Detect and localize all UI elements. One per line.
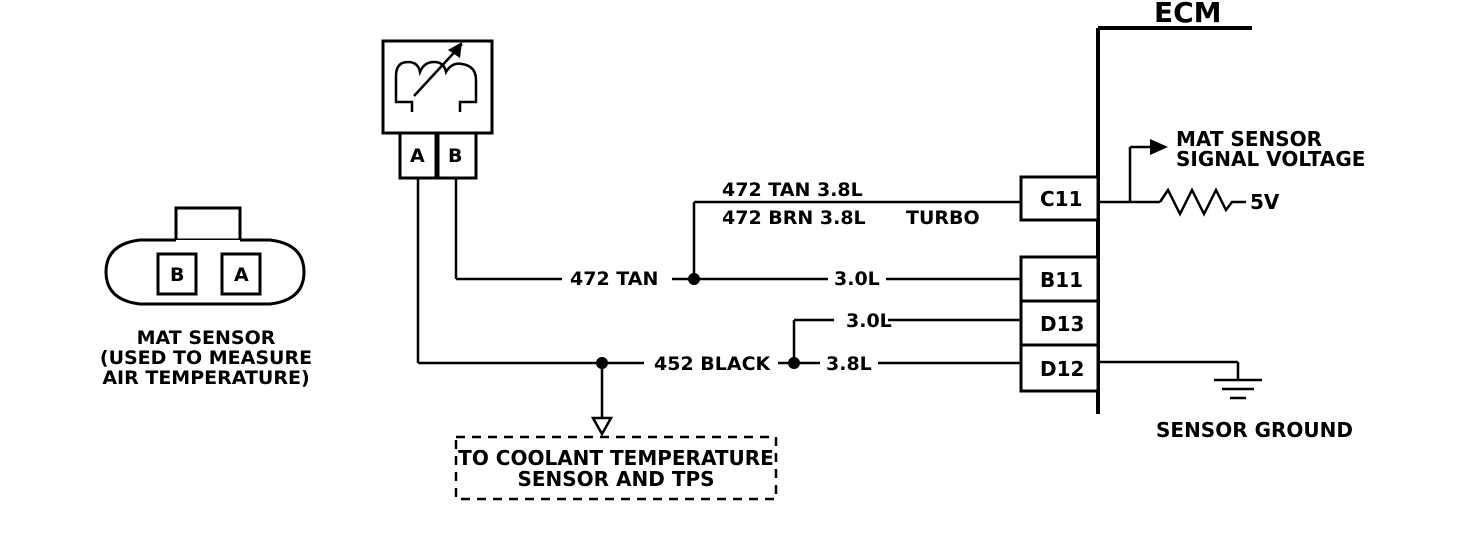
- connector-pin-a-label: A: [234, 264, 249, 286]
- connector-pin-b-label: B: [170, 264, 184, 286]
- ecm-pin-b11: B11: [1019, 255, 1100, 303]
- sensor-caption-line2: (USED TO MEASURE: [100, 347, 312, 369]
- sensor-caption-line1: MAT SENSOR: [137, 327, 276, 349]
- coolant-label-line1: TO COOLANT TEMPERATURE: [458, 446, 774, 470]
- wire-label-black: 452 BLACK: [654, 353, 772, 375]
- tan-splice-dot: [688, 273, 700, 285]
- pin-d13-label: D13: [1040, 312, 1084, 336]
- coolant-dashed-box: [454, 435, 778, 501]
- pin-d12-label: D12: [1040, 357, 1084, 381]
- wire-label-tan-38: 472 TAN 3.8L: [722, 179, 863, 201]
- supply-5v-label: 5V: [1250, 190, 1280, 214]
- ground-icon: [1214, 378, 1262, 400]
- pullup-resistor-icon: [1158, 187, 1246, 217]
- ecm-pin-d12: D12: [1019, 343, 1100, 393]
- sensor-ground-label: SENSOR GROUND: [1156, 418, 1353, 442]
- black-splice-dot-2: [788, 357, 800, 369]
- signal-label-line2: SIGNAL VOLTAGE: [1176, 147, 1365, 171]
- sensor-pin-a-label: A: [410, 145, 425, 167]
- wire-label-d13-30: 3.0L: [846, 310, 892, 332]
- pin-b11-label: B11: [1040, 268, 1083, 292]
- wire-label-turbo: TURBO: [906, 207, 980, 229]
- ecm-pin-d13: D13: [1019, 299, 1100, 347]
- wire-label-brn-38: 472 BRN 3.8L: [722, 207, 866, 229]
- ecm-pin-c11: C11: [1019, 175, 1100, 222]
- coolant-label-line2: SENSOR AND TPS: [517, 467, 714, 491]
- wire-label-d12-38: 3.8L: [826, 353, 872, 375]
- mat-sensor-symbol: [381, 39, 494, 180]
- signal-arrow-icon: [1150, 139, 1168, 155]
- variable-arrow-icon: [448, 42, 462, 58]
- ecm-title: ECM: [1154, 0, 1222, 29]
- wire-label-tan-30: 3.0L: [834, 268, 880, 290]
- mat-connector-symbol: [104, 206, 306, 306]
- sensor-caption-line3: AIR TEMPERATURE): [102, 367, 309, 389]
- down-arrow-icon: [590, 416, 614, 437]
- pin-c11-label: C11: [1040, 187, 1083, 211]
- sensor-pin-b-label: B: [448, 145, 462, 167]
- signal-label-line1: MAT SENSOR: [1176, 127, 1322, 151]
- wire-label-tan: 472 TAN: [570, 268, 658, 290]
